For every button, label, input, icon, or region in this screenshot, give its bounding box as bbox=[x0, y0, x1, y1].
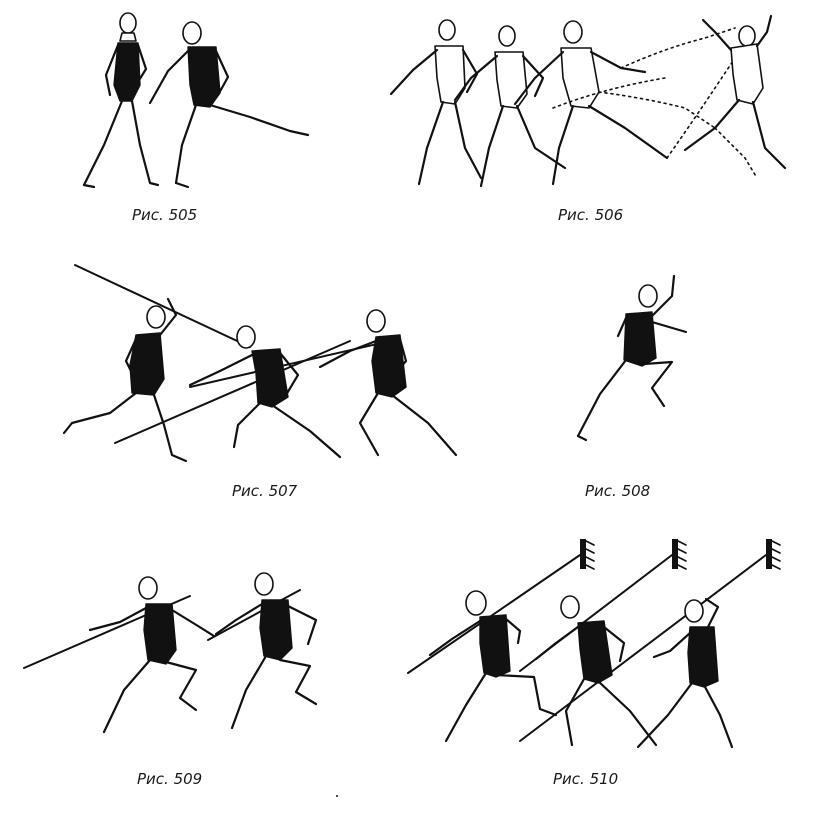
athlete-sequence-javelin-throw-drill bbox=[407, 539, 781, 749]
athlete-stepping bbox=[148, 21, 310, 189]
figure-509-caption: Рис. 509 bbox=[137, 770, 203, 788]
figure-505-drawing bbox=[70, 5, 330, 195]
athlete-jumping bbox=[576, 274, 688, 442]
figure-506-caption: Рис. 506 bbox=[558, 206, 624, 224]
figure-506-drawing bbox=[385, 8, 795, 198]
figure-508-drawing bbox=[560, 270, 700, 450]
figure-510-caption: Рис. 510 bbox=[553, 770, 619, 788]
figure-509-drawing bbox=[20, 570, 340, 745]
page-dot bbox=[336, 795, 338, 797]
figure-507-caption: Рис. 507 bbox=[232, 482, 298, 500]
athlete-sequence-javelin-withdrawal bbox=[62, 264, 458, 463]
athlete-sequence-javelin-carry bbox=[23, 572, 318, 734]
wall-anchor bbox=[766, 539, 772, 569]
figure-510-drawing bbox=[400, 535, 790, 755]
figure-508-caption: Рис. 508 bbox=[585, 482, 651, 500]
athlete-sequence-run-up bbox=[389, 14, 787, 188]
athlete-standing bbox=[82, 12, 160, 189]
figure-507-drawing bbox=[60, 255, 480, 470]
wall-anchor bbox=[672, 539, 678, 569]
figure-505-caption: Рис. 505 bbox=[132, 206, 198, 224]
wall-anchor bbox=[580, 539, 586, 569]
